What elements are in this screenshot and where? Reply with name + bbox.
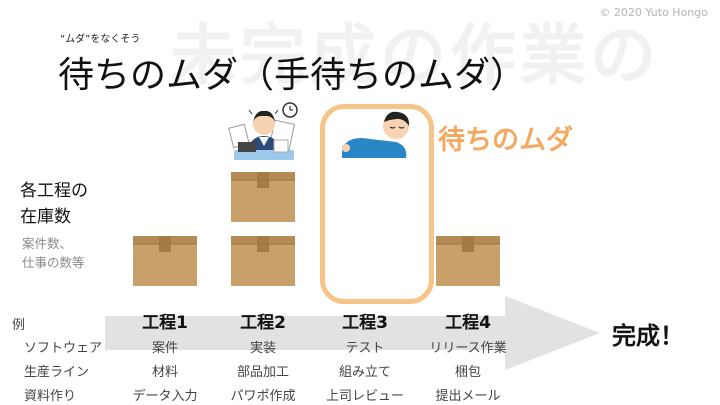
completion-label: 完成！ xyxy=(612,322,684,350)
background-watermark: 未完成の作業の xyxy=(170,17,660,94)
inventory-note: 案件数、 仕事の数等 xyxy=(22,234,85,272)
inventory-box xyxy=(436,236,500,290)
waiting-highlight-frame xyxy=(320,104,434,304)
process-arrow xyxy=(105,296,600,370)
step-3-example-3: 上司レビュー xyxy=(325,389,404,404)
step-3-example-1: テスト xyxy=(345,341,385,356)
inventory-box xyxy=(231,172,295,226)
waiting-waste-callout: 待ちのムダ xyxy=(438,125,573,156)
step-label-3: 工程3 xyxy=(342,313,388,333)
inventory-box xyxy=(231,236,295,290)
step-1-example-1: 案件 xyxy=(151,341,178,356)
subtitle: “ムダ”をなくそう xyxy=(60,34,141,45)
step-2-example-2: 部品加工 xyxy=(236,365,289,380)
page-title: 待ちのムダ（手待ちのムダ） xyxy=(58,55,527,96)
step-label-2: 工程2 xyxy=(240,313,286,333)
step-label-1: 工程1 xyxy=(142,313,188,333)
inventory-label-line2: 在庫数 xyxy=(20,207,71,227)
inventory-note-line1: 案件数、 xyxy=(22,236,73,251)
step-2-example-3: パワポ作成 xyxy=(230,389,296,404)
row-label-software: ソフトウェア xyxy=(24,341,103,356)
examples-label: 例 xyxy=(12,318,26,333)
inventory-box xyxy=(133,236,197,290)
sleeping-worker-illustration xyxy=(341,111,410,158)
step-1-example-3: データ入力 xyxy=(132,389,198,404)
row-label-documents: 資料作り xyxy=(24,389,77,404)
copyright-text: © 2020 Yuto Hongo xyxy=(599,6,708,19)
step-4-example-2: 梱包 xyxy=(454,365,481,380)
step-1-example-2: 材料 xyxy=(151,365,178,380)
step-2-example-1: 実装 xyxy=(249,341,276,356)
busy-worker-illustration xyxy=(228,102,298,160)
inventory-label-line1: 各工程の xyxy=(20,181,88,201)
step-4-example-3: 提出メール xyxy=(435,389,501,404)
step-4-example-1: リリース作業 xyxy=(429,341,507,356)
step-label-4: 工程4 xyxy=(445,313,491,333)
step-3-example-2: 組み立て xyxy=(338,365,391,380)
inventory-note-line2: 仕事の数等 xyxy=(22,255,85,270)
row-label-production: 生産ライン xyxy=(24,365,90,380)
